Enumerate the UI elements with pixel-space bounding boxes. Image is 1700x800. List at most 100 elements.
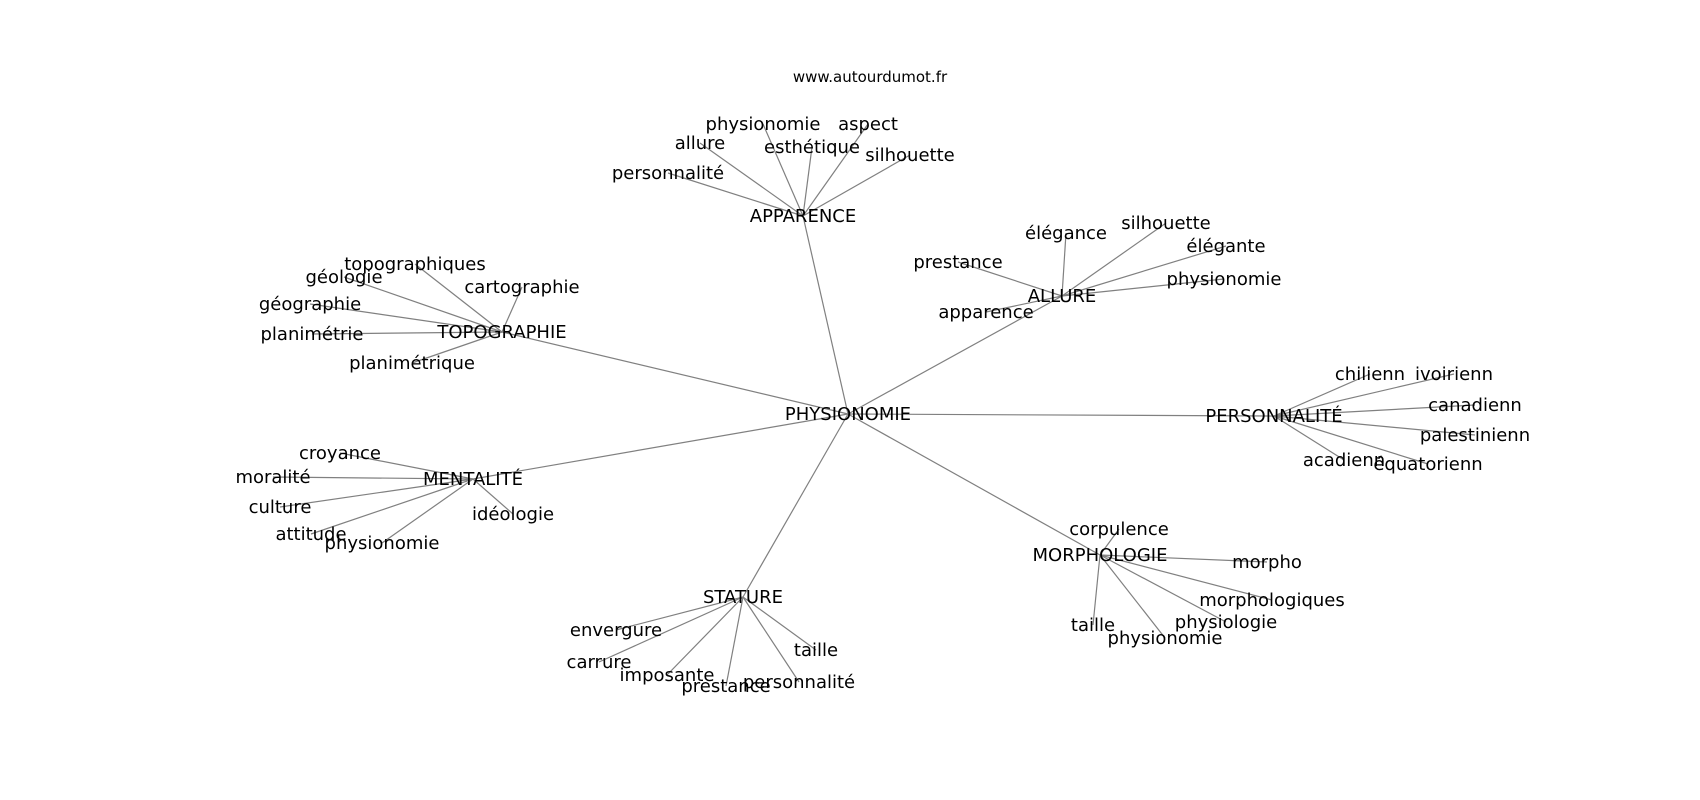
edge-hub-to-leaf bbox=[272, 476, 474, 480]
leaf-node: attitude bbox=[275, 524, 346, 545]
edge-root-to-hub bbox=[742, 413, 849, 598]
edge-hub-to-leaf bbox=[339, 452, 474, 480]
leaf-node: physionomie bbox=[706, 114, 821, 135]
leaf-node: planimétrique bbox=[349, 353, 475, 374]
leaf-node: élégance bbox=[1025, 223, 1107, 244]
leaf-node: physionomie bbox=[325, 533, 440, 554]
leaf-node: corpulence bbox=[1069, 519, 1169, 540]
leaf-node: allure bbox=[675, 133, 726, 154]
leaf-node: taille bbox=[794, 640, 838, 661]
leaf-node: élégante bbox=[1186, 236, 1265, 257]
edge-root-to-hub bbox=[847, 295, 1063, 415]
edge-hub-to-leaf bbox=[1092, 554, 1101, 626]
edge-hub-to-leaf bbox=[472, 478, 514, 515]
leaf-node: imposante bbox=[620, 665, 715, 686]
graph-edges bbox=[272, 123, 1476, 687]
root-node: PHYSIONOMIE bbox=[785, 404, 911, 425]
edge-hub-to-leaf bbox=[742, 596, 817, 651]
leaf-node: culture bbox=[249, 497, 312, 518]
leaf-node: géographie bbox=[259, 294, 361, 315]
edge-root-to-hub bbox=[472, 413, 849, 480]
edge-hub-to-leaf bbox=[1273, 404, 1476, 417]
leaf-node: taille bbox=[1071, 615, 1115, 636]
edge-hub-to-leaf bbox=[1061, 245, 1227, 297]
edge-hub-to-leaf bbox=[742, 596, 800, 683]
hub-node: PERSONNALITÉ bbox=[1205, 405, 1342, 427]
edge-hub-to-leaf bbox=[1061, 222, 1167, 297]
edge-hub-to-leaf bbox=[615, 596, 744, 631]
leaf-node: prestance bbox=[913, 252, 1002, 273]
edge-hub-to-leaf bbox=[1099, 528, 1120, 556]
edge-hub-to-leaf bbox=[1273, 373, 1371, 417]
edge-hub-to-leaf bbox=[1273, 415, 1429, 465]
leaf-node: silhouette bbox=[1121, 213, 1210, 234]
edge-hub-to-leaf bbox=[310, 478, 474, 535]
edge-hub-to-leaf bbox=[666, 596, 744, 676]
edge-hub-to-leaf bbox=[725, 596, 744, 687]
edge-hub-to-leaf bbox=[802, 146, 813, 217]
leaf-node: cartographie bbox=[464, 277, 579, 298]
leaf-node: personnalité bbox=[743, 672, 855, 693]
edge-hub-to-leaf bbox=[1061, 232, 1067, 297]
edge-hub-to-leaf bbox=[762, 123, 804, 217]
leaf-node: carrure bbox=[567, 652, 632, 673]
edge-hub-to-leaf bbox=[1099, 554, 1273, 601]
leaf-node: idéologie bbox=[472, 504, 554, 525]
edge-hub-to-leaf bbox=[1273, 373, 1455, 417]
leaf-node: géologie bbox=[305, 267, 382, 288]
graph-nodes: personnalitéallurephysionomieesthétiquea… bbox=[235, 114, 1530, 697]
edge-hub-to-leaf bbox=[311, 331, 503, 335]
edge-hub-to-leaf bbox=[667, 172, 804, 217]
leaf-node: croyance bbox=[299, 443, 381, 464]
leaf-node: topographiques bbox=[344, 254, 486, 275]
edge-hub-to-leaf bbox=[1273, 415, 1345, 461]
hub-node: APPARENCE bbox=[750, 206, 856, 227]
source-label: www.autourdumot.fr bbox=[793, 68, 948, 86]
edge-hub-to-leaf bbox=[1273, 415, 1476, 436]
leaf-node: apparence bbox=[938, 302, 1033, 323]
edge-hub-to-leaf bbox=[343, 276, 503, 333]
leaf-node: acadienn bbox=[1303, 450, 1385, 471]
edge-root-to-hub bbox=[501, 331, 849, 415]
leaf-node: équatorienn bbox=[1373, 454, 1482, 475]
leaf-node: morphologiques bbox=[1199, 590, 1345, 611]
leaf-node: physionomie bbox=[1108, 628, 1223, 649]
edge-hub-to-leaf bbox=[598, 596, 744, 663]
edge-root-to-hub bbox=[802, 215, 849, 415]
edge-hub-to-leaf bbox=[1061, 278, 1225, 297]
leaf-node: aspect bbox=[838, 114, 898, 135]
edge-hub-to-leaf bbox=[414, 263, 503, 333]
leaf-node: prestance bbox=[681, 676, 770, 697]
hub-node: ALLURE bbox=[1028, 286, 1097, 307]
hub-node: MENTALITÉ bbox=[423, 468, 523, 490]
leaf-node: ivoirienn bbox=[1415, 364, 1493, 385]
hub-node: MORPHOLOGIE bbox=[1033, 545, 1168, 566]
hub-node: STATURE bbox=[703, 587, 783, 608]
edge-root-to-hub bbox=[847, 413, 1101, 556]
edge-hub-to-leaf bbox=[957, 261, 1063, 297]
edge-hub-to-leaf bbox=[1099, 554, 1268, 563]
edge-hub-to-leaf bbox=[985, 295, 1063, 313]
edge-hub-to-leaf bbox=[1099, 554, 1166, 639]
leaf-node: personnalité bbox=[612, 163, 724, 184]
edge-hub-to-leaf bbox=[411, 331, 503, 364]
leaf-node: planimétrie bbox=[260, 324, 363, 345]
edge-hub-to-leaf bbox=[381, 478, 474, 544]
edge-root-to-hub bbox=[847, 413, 1275, 417]
edge-hub-to-leaf bbox=[802, 154, 911, 217]
hub-node: TOPOGRAPHIE bbox=[436, 322, 566, 343]
leaf-node: envergure bbox=[570, 620, 662, 641]
leaf-node: chilienn bbox=[1335, 364, 1405, 385]
edge-hub-to-leaf bbox=[1099, 554, 1227, 623]
leaf-node: physiologie bbox=[1175, 612, 1277, 633]
edge-hub-to-leaf bbox=[501, 286, 523, 333]
leaf-node: morpho bbox=[1232, 552, 1302, 573]
edge-hub-to-leaf bbox=[279, 478, 474, 508]
edge-hub-to-leaf bbox=[309, 303, 503, 333]
leaf-node: palestinienn bbox=[1420, 425, 1530, 446]
edge-hub-to-leaf bbox=[802, 123, 869, 217]
edge-hub-to-leaf bbox=[699, 142, 804, 217]
leaf-node: physionomie bbox=[1167, 269, 1282, 290]
leaf-node: silhouette bbox=[865, 145, 954, 166]
